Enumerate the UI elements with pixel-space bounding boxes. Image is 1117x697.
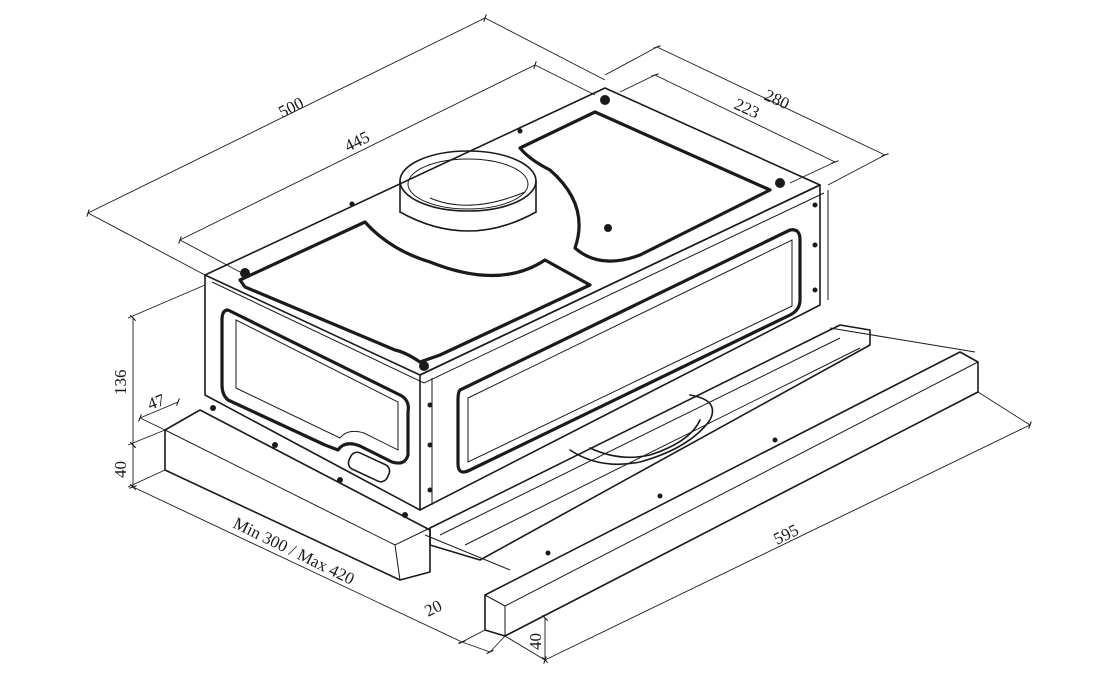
exhaust-duct-collar xyxy=(399,150,537,232)
dim-595: 595 xyxy=(770,520,801,548)
dim-445: 445 xyxy=(341,127,372,155)
front-visor-bar xyxy=(484,351,979,637)
side-window-right xyxy=(456,228,802,474)
dim-20: 20 xyxy=(421,596,445,621)
dim-136: 136 xyxy=(111,370,130,396)
dim-40-left: 40 xyxy=(111,461,130,478)
dim-223: 223 xyxy=(731,94,762,122)
dim-500: 500 xyxy=(275,93,306,121)
top-panel-gaskets xyxy=(238,110,772,364)
side-window-left xyxy=(220,308,410,465)
dim-40-front: 40 xyxy=(526,633,545,650)
dim-47: 47 xyxy=(145,390,168,414)
control-switch xyxy=(347,451,391,483)
dimension-lines xyxy=(86,14,1032,664)
slide-out-drawer xyxy=(424,324,976,571)
